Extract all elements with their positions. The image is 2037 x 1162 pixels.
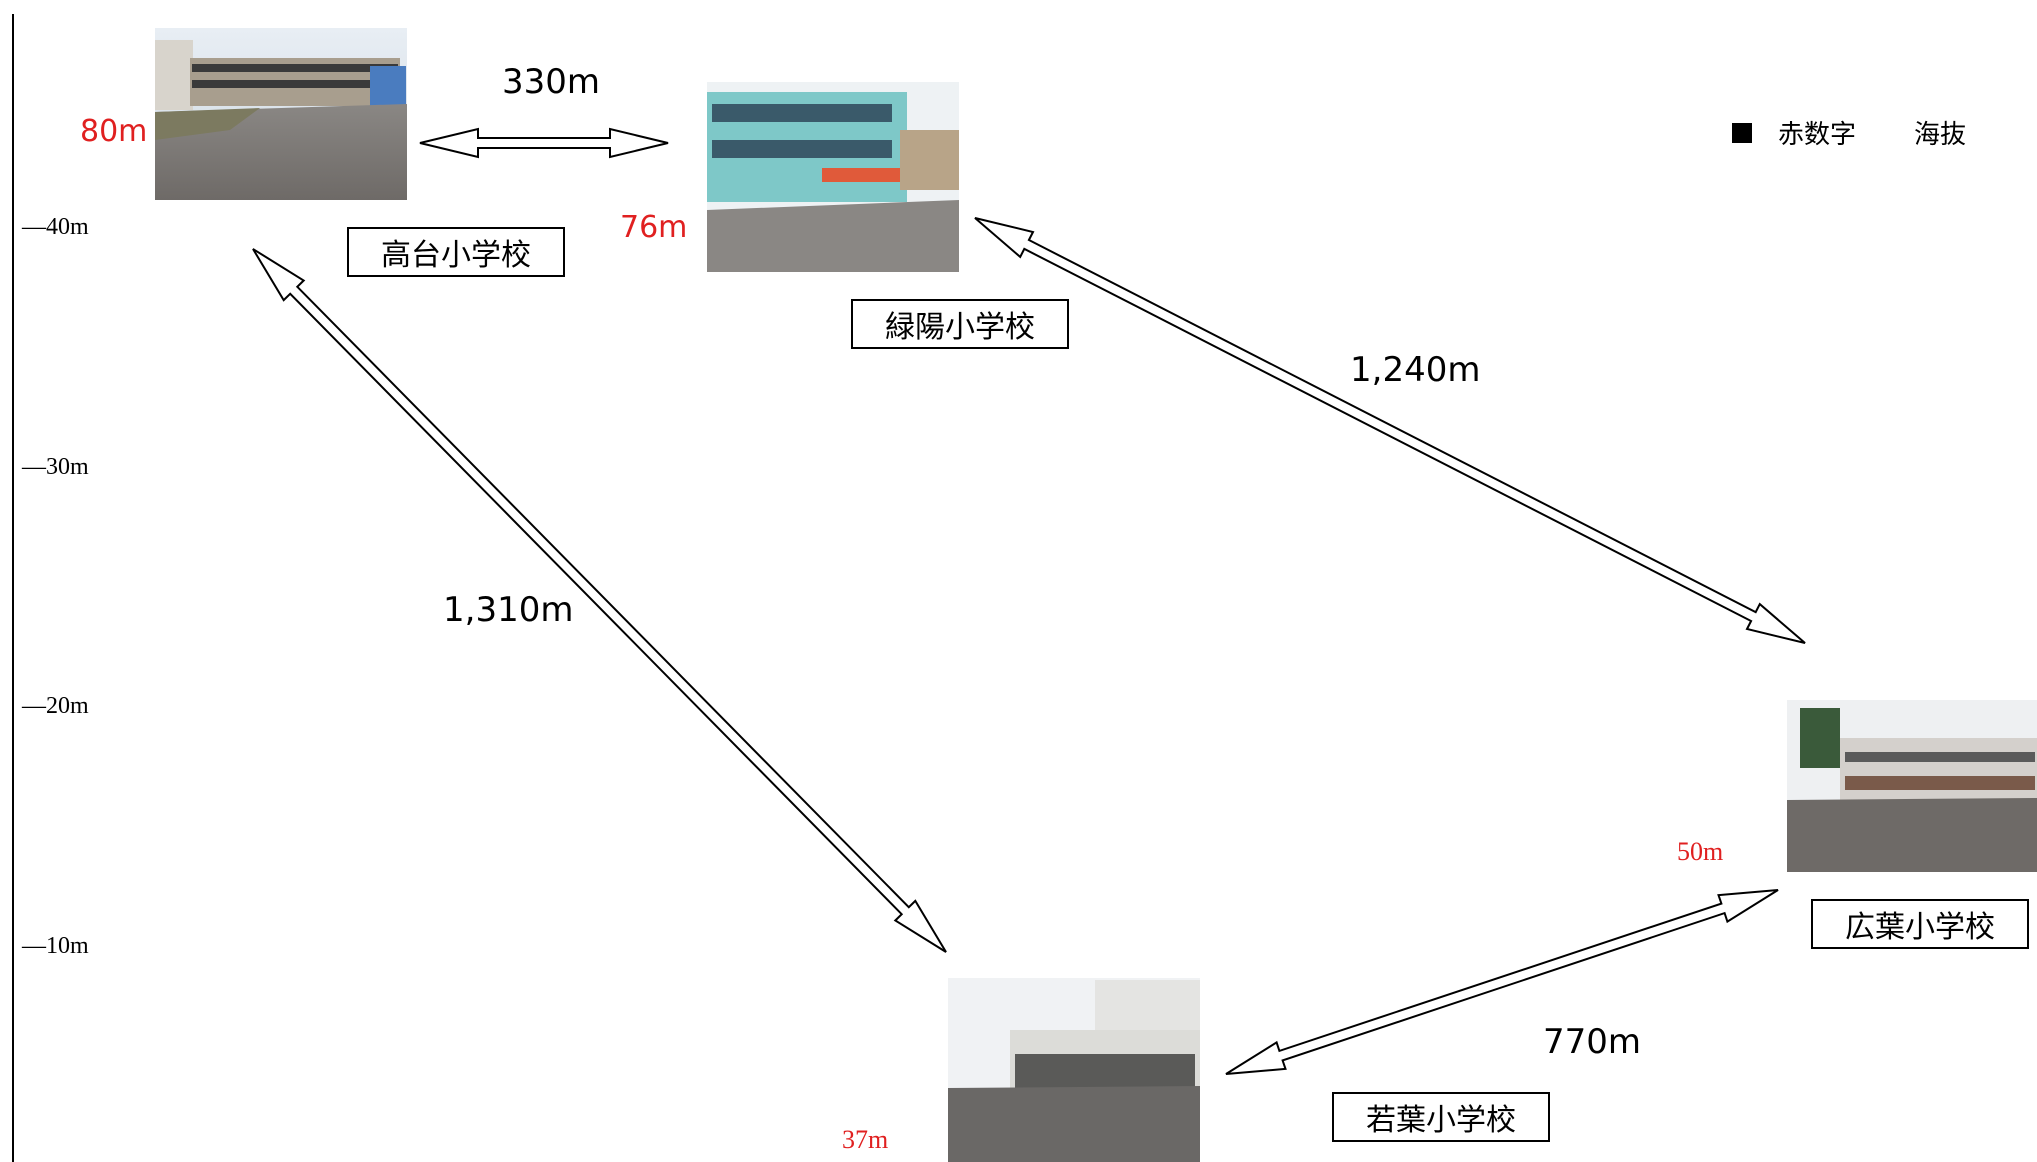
legend-square-icon xyxy=(1732,122,1752,143)
altitude-ryokuyo: 76m xyxy=(620,210,688,245)
label-wakaba-school: 若葉小学校 xyxy=(1332,1092,1550,1142)
photo-wakaba-school xyxy=(948,978,1200,1162)
legend-text-altitude: 海抜 xyxy=(1914,120,1967,150)
label-kouyou-school: 広葉小学校 xyxy=(1811,899,2029,949)
altitude-scale-axis xyxy=(12,14,14,1162)
arrow-takadai-wakaba xyxy=(252,248,947,953)
legend-text-red-numbers: 赤数字 xyxy=(1778,120,1857,150)
altitude-kouyou: 50m xyxy=(1677,837,1724,866)
scale-tick-30: —30m xyxy=(22,454,89,480)
photo-kouyou-school xyxy=(1787,700,2037,872)
distance-takadai-ryokuyo: 330m xyxy=(502,62,601,102)
label-takadai-school: 高台小学校 xyxy=(347,227,565,277)
altitude-takadai: 80m xyxy=(80,114,148,149)
altitude-wakaba: 37m xyxy=(842,1125,889,1154)
distance-takadai-wakaba: 1,310m xyxy=(443,590,574,630)
distance-wakaba-kouyou: 770m xyxy=(1543,1022,1642,1062)
scale-tick-20: —20m xyxy=(22,693,89,719)
scale-tick-10: —10m xyxy=(22,933,89,959)
photo-ryokuyo-school xyxy=(707,82,959,272)
label-ryokuyo-school: 緑陽小学校 xyxy=(851,299,1069,349)
legend: 赤数字 海抜 xyxy=(1732,114,1966,151)
distance-ryokuyo-kouyou: 1,240m xyxy=(1350,350,1481,390)
arrow-ryokuyo-kouyou xyxy=(974,217,1806,644)
scale-tick-40: —40m xyxy=(22,214,89,240)
photo-takadai-school xyxy=(155,28,407,200)
arrow-wakaba-kouyou xyxy=(1225,889,1779,1075)
arrow-takadai-ryokuyo xyxy=(419,127,669,159)
